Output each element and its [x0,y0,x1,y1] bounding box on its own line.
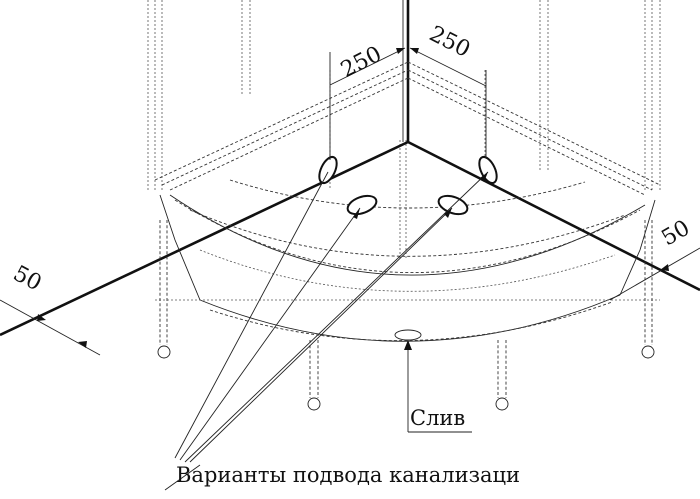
dim-label-250-left: 250 [337,42,386,83]
vertical-guides [147,0,661,260]
wall-hole-right [478,155,498,185]
sewer-options-label: Варианты подвода канализаци [176,463,520,487]
dim-label-50-left: 50 [9,261,45,296]
drain-label: Слив [410,406,465,430]
leg-foot-4 [641,345,655,359]
pipe-holes [318,155,498,341]
drain-hole [394,329,422,341]
tray-legs [155,220,660,411]
leg-foot-2 [307,397,321,411]
tray-rim [154,61,661,342]
wall-hole-left [318,155,338,185]
drain-leader: Слив [404,340,472,433]
dim-label-250-right: 250 [425,22,474,63]
sewer-leaders [164,171,489,491]
leg-foot-3 [495,397,509,411]
dimension-50-left: 50 [0,261,101,356]
dim-label-50-right: 50 [658,216,695,252]
dimension-250-right: 250 [409,22,487,158]
wall-corner [402,0,410,142]
floor-lines [0,140,700,337]
leg-foot-1 [157,345,171,359]
floor-hole-left [346,194,378,216]
